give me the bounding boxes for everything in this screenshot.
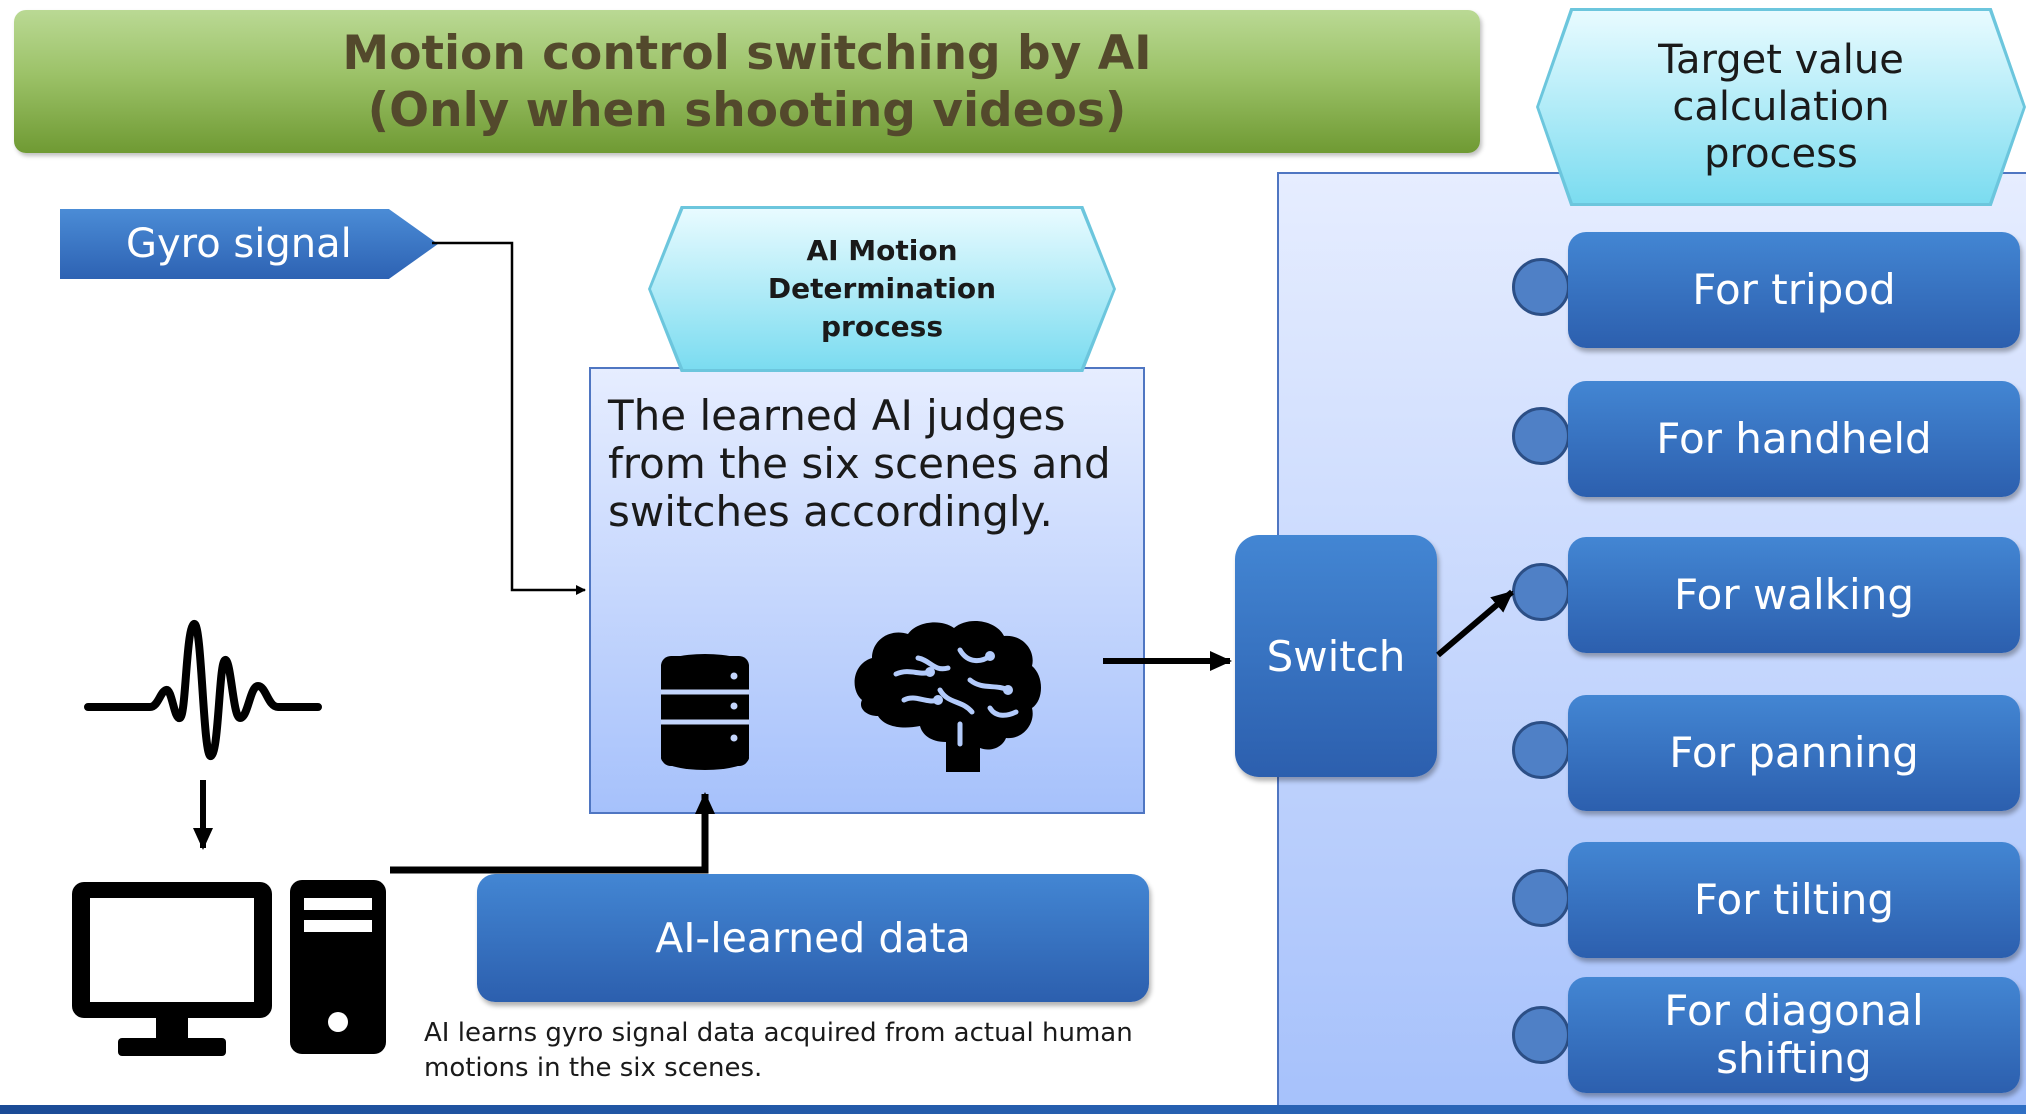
- target-hex-line-3: process: [1704, 130, 1858, 177]
- gyro-connector-line: [432, 241, 586, 595]
- mode-connector-dot: [1512, 1006, 1570, 1064]
- mode-panning: For panning: [1568, 695, 2020, 811]
- ai-hex-line-3: process: [820, 310, 943, 343]
- title-line-2: (Only when shooting videos): [367, 82, 1127, 138]
- ai-learned-data-box: AI-learned data: [477, 874, 1149, 1002]
- gyro-signal-label: Gyro signal: [60, 209, 438, 279]
- ai-hex-line-2: Determination: [767, 272, 997, 305]
- title-banner: Motion control switching by AI (Only whe…: [14, 10, 1480, 153]
- mode-connector-dot: [1512, 721, 1570, 779]
- gyro-signal-text: Gyro signal: [126, 221, 352, 267]
- mode-handheld-label: For handheld: [1656, 414, 1932, 463]
- ai-hex-line-1: AI Motion: [806, 234, 958, 267]
- mode-tripod: For tripod: [1568, 232, 2020, 348]
- footnote: AI learns gyro signal data acquired from…: [424, 1018, 1133, 1083]
- mode-connector-dot: [1512, 869, 1570, 927]
- switch-box: Switch: [1235, 535, 1437, 777]
- mode-walking: For walking: [1568, 537, 2020, 653]
- mode-diagonal-shifting: For diagonal shifting: [1568, 977, 2020, 1093]
- mode-walking-label: For walking: [1673, 570, 1914, 619]
- bottom-bar: [0, 1105, 2026, 1114]
- mode-tripod-label: For tripod: [1692, 265, 1896, 314]
- learning-data-connector: [390, 792, 715, 874]
- computer-icon: [72, 880, 386, 1056]
- brain-icon: [854, 621, 1041, 772]
- mode-connector-dot: [1512, 407, 1570, 465]
- mode-panning-label: For panning: [1669, 728, 1919, 777]
- mode-tilting-label: For tilting: [1693, 875, 1895, 924]
- mode-diagonal-shifting-label: For diagonal shifting: [1664, 986, 1924, 1083]
- target-value-calculation-process-label: Target value calculation process: [1539, 11, 2023, 203]
- switch-label: Switch: [1266, 631, 1406, 681]
- title-line-1: Motion control switching by AI: [342, 25, 1152, 81]
- target-hex-line-1: Target value: [1658, 36, 1904, 83]
- ai-motion-determination-process-label: AI Motion Determination process: [651, 209, 1113, 369]
- waveform-icon: [84, 619, 322, 761]
- database-icon: [661, 654, 749, 770]
- mode-tilting: For tilting: [1568, 842, 2020, 958]
- ai-learned-data-label: AI-learned data: [655, 914, 971, 962]
- mode-handheld: For handheld: [1568, 381, 2020, 497]
- switch-to-walking-arrow: [1436, 589, 1514, 658]
- target-hex-line-2: calculation: [1672, 83, 1890, 130]
- ai-judgment-text: The learned AI judges from the six scene…: [608, 391, 1111, 536]
